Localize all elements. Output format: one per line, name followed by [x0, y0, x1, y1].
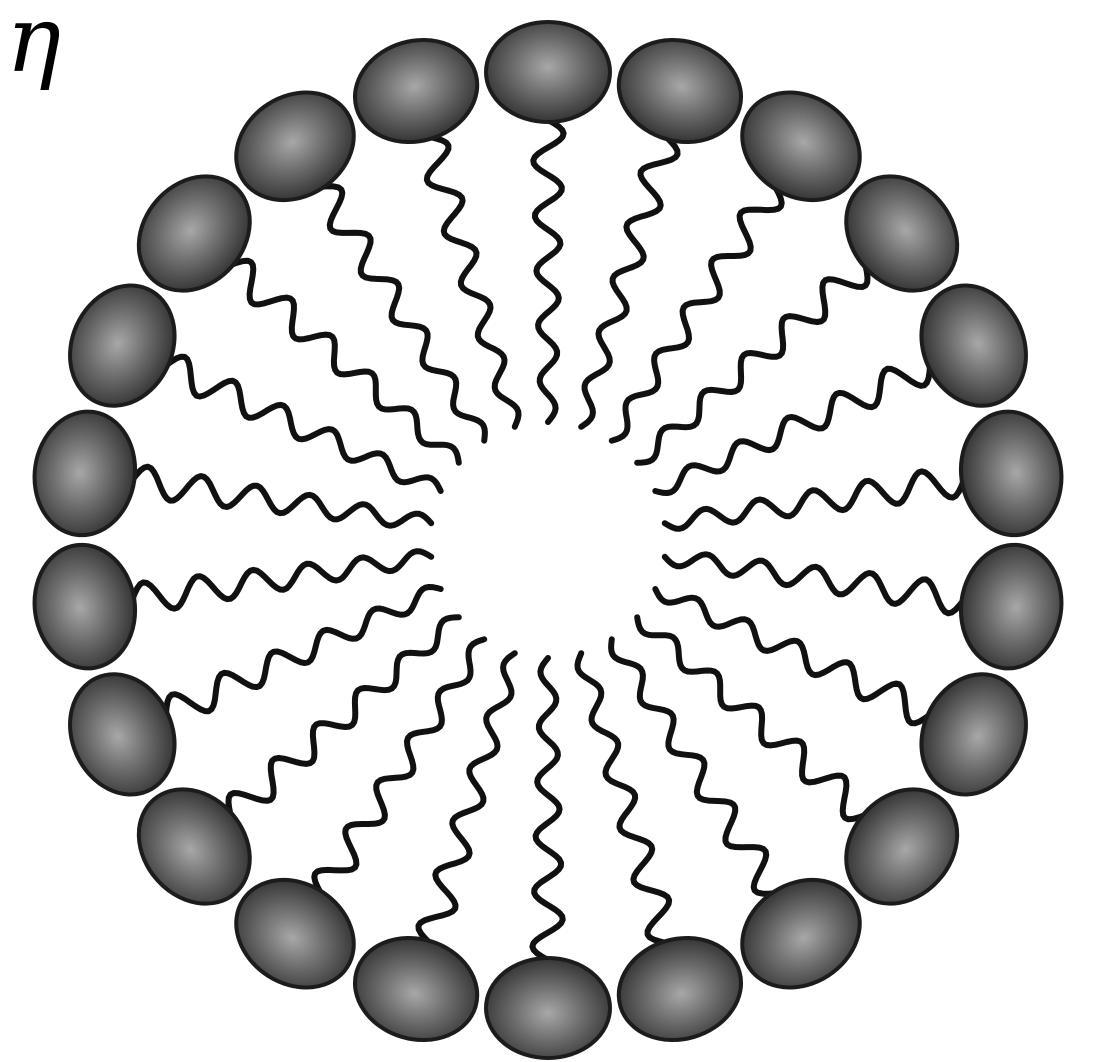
hydrophilic-head	[343, 26, 490, 157]
hydrophobic-tail	[665, 471, 964, 528]
hydrophobic-tail	[655, 589, 930, 723]
hydrophilic-head	[26, 405, 143, 542]
hydrophobic-tail	[637, 265, 867, 463]
hydrophobic-tail	[166, 357, 441, 491]
hydrophobic-tail	[655, 366, 930, 494]
hydrophobic-tail	[132, 551, 431, 608]
hydrophilic-head	[26, 538, 143, 675]
hydrophobic-tail	[533, 120, 563, 422]
hydrophobic-tail	[427, 137, 519, 427]
hydrophobic-tail	[532, 658, 562, 960]
hydrophobic-tail	[581, 137, 677, 427]
hydrophobic-tail	[578, 653, 670, 943]
hydrophilic-head	[606, 26, 753, 157]
hydrophobic-tail	[665, 554, 964, 613]
hydrophobic-tail	[321, 186, 485, 440]
hydrophobic-tail	[611, 639, 775, 893]
hydrophilic-head	[486, 22, 610, 122]
hydrophilic-head	[343, 924, 490, 1055]
hydrophilic-head	[486, 958, 610, 1058]
hydrophobic-tail	[132, 467, 431, 526]
hydrophobic-tail	[166, 587, 441, 715]
hydrophilic-head	[953, 538, 1070, 675]
hydrophilic-head	[953, 405, 1070, 542]
hydrophobic-tail	[419, 653, 515, 943]
hydrophobic-tail	[229, 617, 459, 815]
hydrophilic-head	[606, 924, 753, 1055]
